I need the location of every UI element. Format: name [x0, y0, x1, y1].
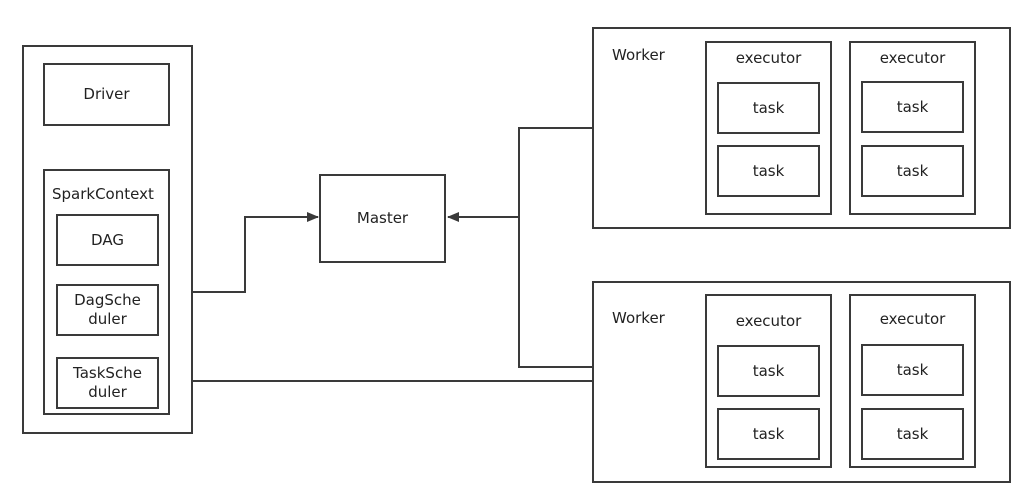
dagscheduler-box: DagSche duler — [56, 284, 159, 336]
worker-label: Worker — [612, 46, 665, 64]
worker-label: Worker — [612, 309, 665, 327]
dag-box: DAG — [56, 214, 159, 266]
sparkcontext-title: SparkContext — [52, 185, 154, 203]
task-box: task — [861, 344, 964, 396]
task-box: task — [861, 408, 964, 460]
task-box: task — [717, 408, 820, 460]
executor-label: executor — [735, 311, 802, 330]
task-box: task — [861, 145, 964, 197]
dagscheduler-to-master-arrow — [170, 212, 319, 293]
task-box: task — [717, 345, 820, 397]
task-box: task — [861, 81, 964, 133]
executor-label: executor — [879, 309, 946, 328]
master-box: Master — [319, 174, 446, 263]
worker1-link-line — [518, 127, 592, 368]
task-box: task — [717, 82, 820, 134]
driver-box: Driver — [43, 63, 170, 126]
executor-label: executor — [735, 48, 802, 67]
taskscheduler-box: TaskSche duler — [56, 357, 159, 409]
task-box: task — [717, 145, 820, 197]
executor-label: executor — [879, 48, 946, 67]
